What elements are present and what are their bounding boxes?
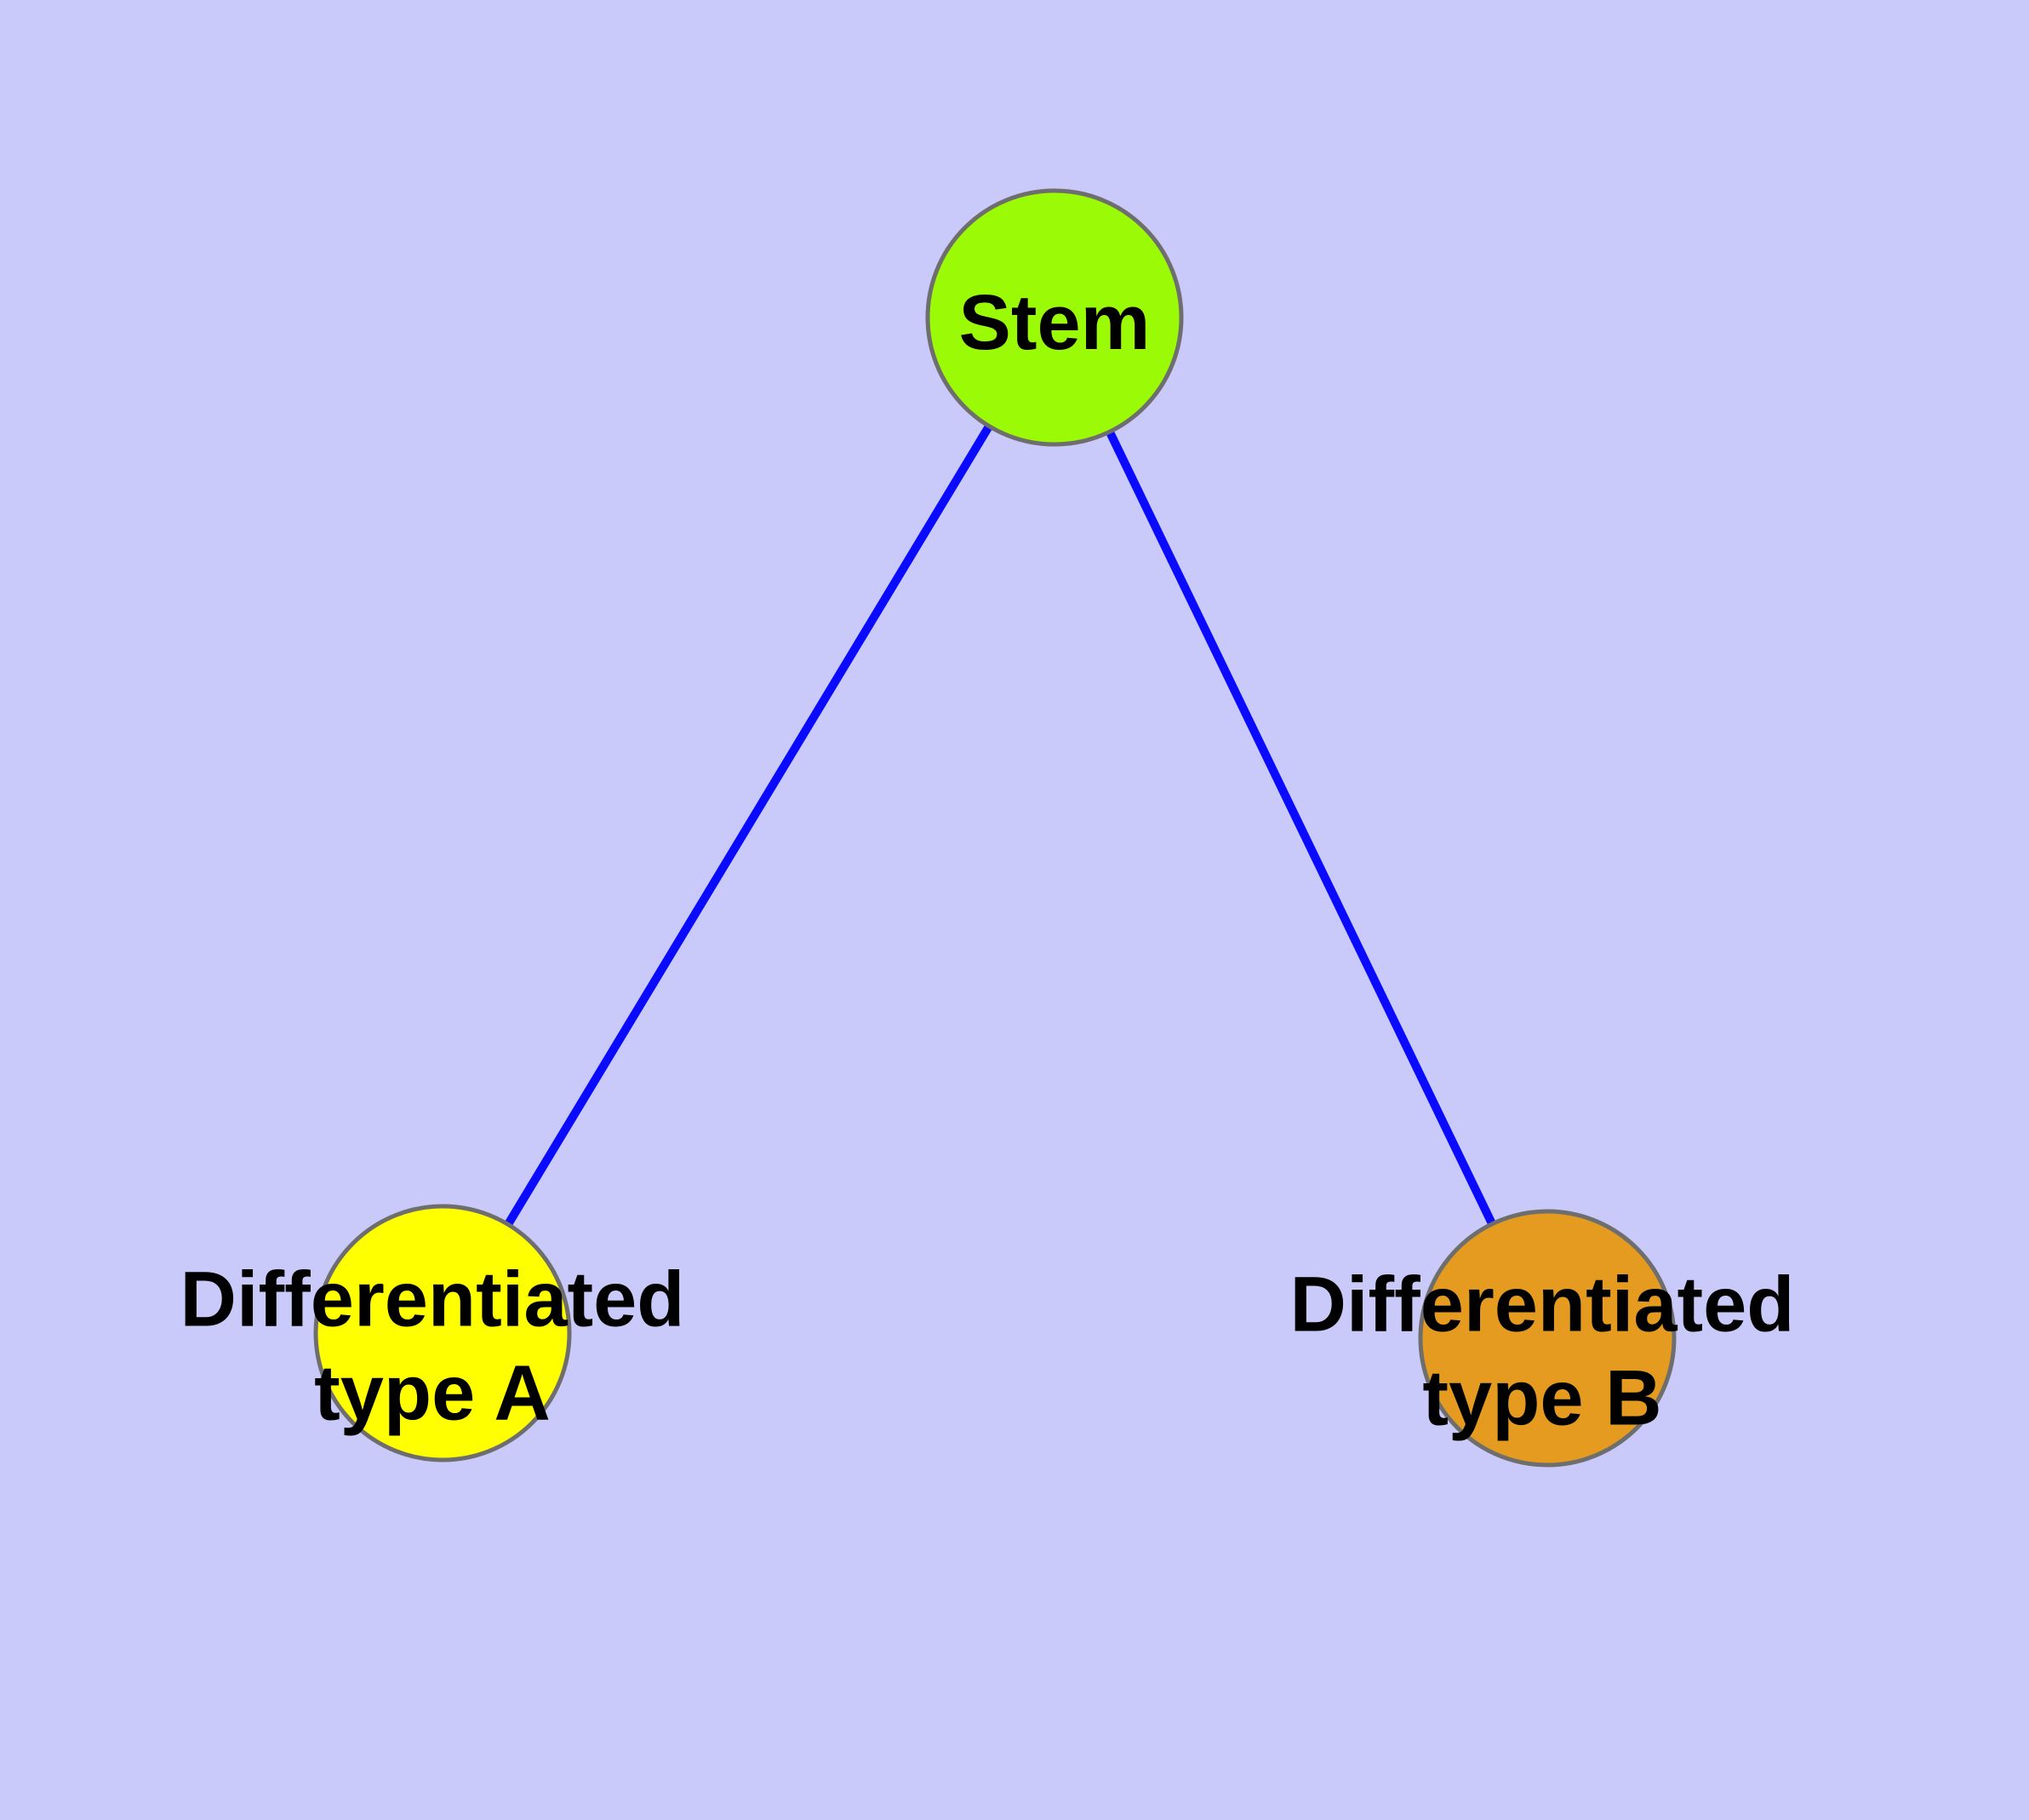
edge-stem-to-type-a — [438, 315, 1059, 1336]
node-stem-circle — [925, 188, 1184, 447]
node-differentiated-type-b-circle — [1418, 1209, 1677, 1468]
edge-stem-to-type-b — [1050, 315, 1552, 1341]
node-differentiated-type-a-circle — [313, 1204, 572, 1462]
